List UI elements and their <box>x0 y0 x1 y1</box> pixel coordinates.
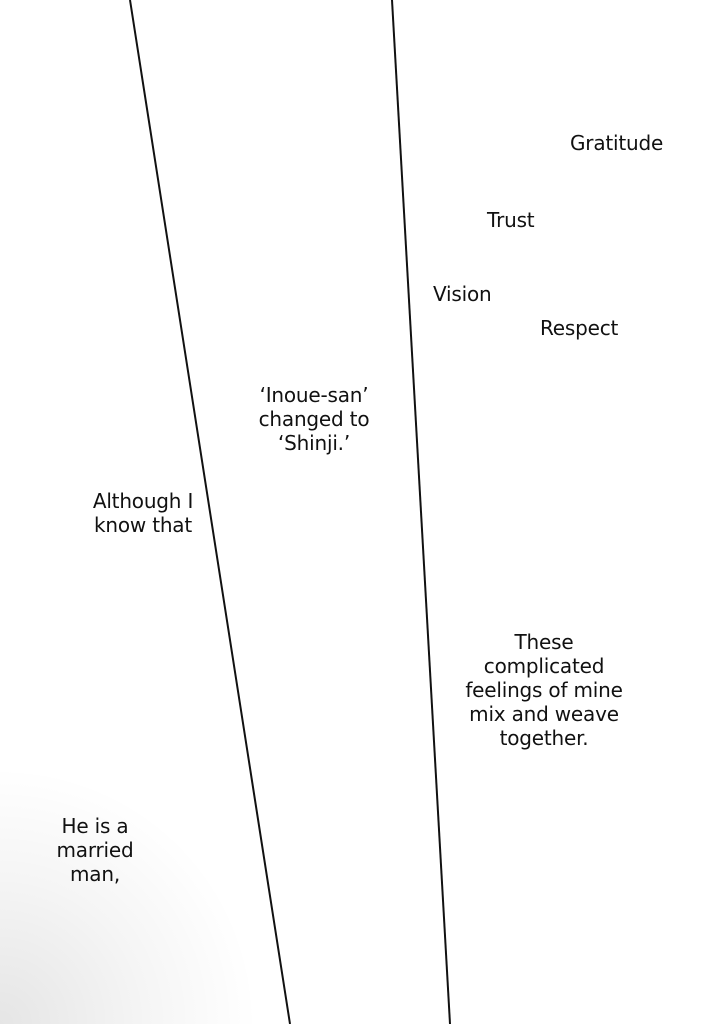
caption-married: He is a married man, <box>56 814 134 886</box>
right-divider-line <box>391 0 451 1024</box>
caption-feelings: These complicated feelings of mine mix a… <box>465 630 623 750</box>
left-divider-line <box>129 0 291 1024</box>
word-vision: Vision <box>433 282 492 306</box>
caption-name-change: ‘Inoue-san’ changed to ‘Shinji.’ <box>258 383 370 455</box>
word-gratitude: Gratitude <box>570 131 664 155</box>
caption-although: Although I know that <box>92 489 194 537</box>
word-respect: Respect <box>540 316 619 340</box>
word-trust: Trust <box>487 208 535 232</box>
corner-shading <box>0 764 260 1024</box>
